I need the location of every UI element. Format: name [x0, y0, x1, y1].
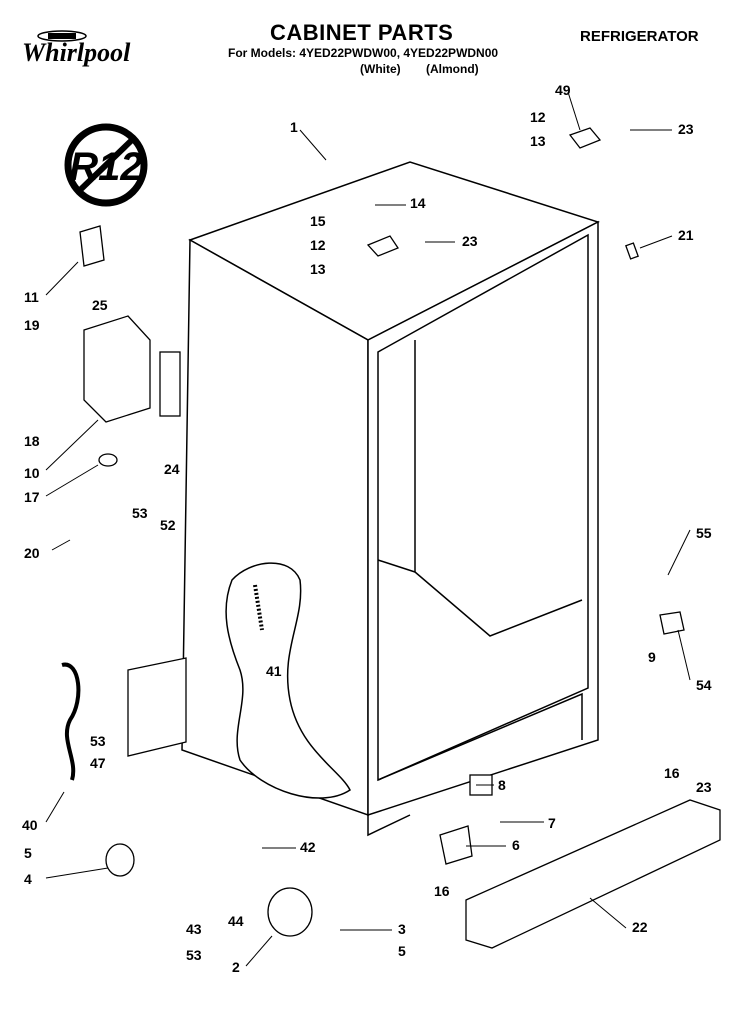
part-10-control-box [83, 315, 151, 423]
leader-lines [45, 91, 691, 967]
part-49-hinge-cover [568, 127, 602, 149]
callout-47: 47 [90, 755, 106, 771]
callout-16: 16 [664, 765, 680, 781]
callout-15: 15 [310, 213, 326, 229]
callout-23b: 23 [462, 233, 478, 249]
callout-52: 52 [160, 517, 176, 533]
callout-43: 43 [186, 921, 202, 937]
callout-55: 55 [696, 525, 712, 541]
callout-44: 44 [228, 913, 244, 929]
callout-21: 21 [678, 227, 694, 243]
callout-23: 23 [678, 121, 694, 137]
callout-labels: 1 49 12 13 23 14 15 12 23 13 21 11 25 19… [22, 82, 712, 975]
logo-swoosh [37, 30, 87, 42]
callout-18: 18 [24, 433, 40, 449]
callout-6: 6 [512, 837, 520, 853]
parts [61, 127, 721, 949]
whirlpool-logo: Whirlpool [22, 26, 150, 70]
callout-24: 24 [164, 461, 180, 477]
callout-53c: 53 [186, 947, 202, 963]
r12-badge: R12 [64, 123, 148, 207]
part-2-roller [267, 887, 313, 937]
callout-19: 19 [24, 317, 40, 333]
callout-1: 1 [290, 119, 298, 135]
callout-20: 20 [24, 545, 40, 561]
part-54-hinge [659, 611, 685, 635]
callout-2: 2 [232, 959, 240, 975]
callout-16b: 16 [434, 883, 450, 899]
part-24-bracket [159, 351, 181, 417]
callout-49: 49 [555, 82, 571, 98]
part-22-grille [465, 799, 721, 949]
callout-11: 11 [24, 289, 39, 305]
callout-12b: 12 [310, 237, 326, 253]
callout-4: 4 [24, 871, 32, 887]
part-6-bracket [439, 825, 473, 865]
callout-10: 10 [24, 465, 40, 481]
callout-7: 7 [548, 815, 556, 831]
callout-5b: 5 [398, 943, 406, 959]
callout-22: 22 [632, 919, 648, 935]
callout-53b: 53 [90, 733, 106, 749]
callout-42: 42 [300, 839, 316, 855]
cabinet [181, 161, 600, 837]
callout-12: 12 [530, 109, 546, 125]
section-name: REFRIGERATOR [580, 28, 699, 45]
part-11-relay [79, 225, 105, 267]
callout-23c: 23 [696, 779, 712, 795]
callout-3: 3 [398, 921, 406, 937]
callout-9: 9 [648, 649, 656, 665]
callout-17: 17 [24, 489, 40, 505]
part-47-box [127, 657, 187, 757]
brand-name: Whirlpool [22, 38, 131, 67]
callout-14: 14 [410, 195, 426, 211]
part-4-roller [105, 843, 135, 877]
callout-41: 41 [266, 663, 282, 679]
page-title: CABINET PARTS [270, 20, 454, 45]
part-17-grommet [98, 453, 118, 467]
part-40-harness [61, 662, 81, 781]
callout-8: 8 [498, 777, 506, 793]
part-21-plug [625, 242, 639, 260]
callout-5: 5 [24, 845, 32, 861]
callout-13: 13 [530, 133, 546, 149]
part-15-hinge-cover [366, 235, 399, 257]
callout-54: 54 [696, 677, 712, 693]
callout-25: 25 [92, 297, 108, 313]
callout-53: 53 [132, 505, 148, 521]
callout-40: 40 [22, 817, 38, 833]
model-numbers: For Models: 4YED22PWDW00, 4YED22PWDN00 [228, 46, 499, 60]
model-colors: (White) (Almond) [360, 62, 479, 76]
callout-13b: 13 [310, 261, 326, 277]
